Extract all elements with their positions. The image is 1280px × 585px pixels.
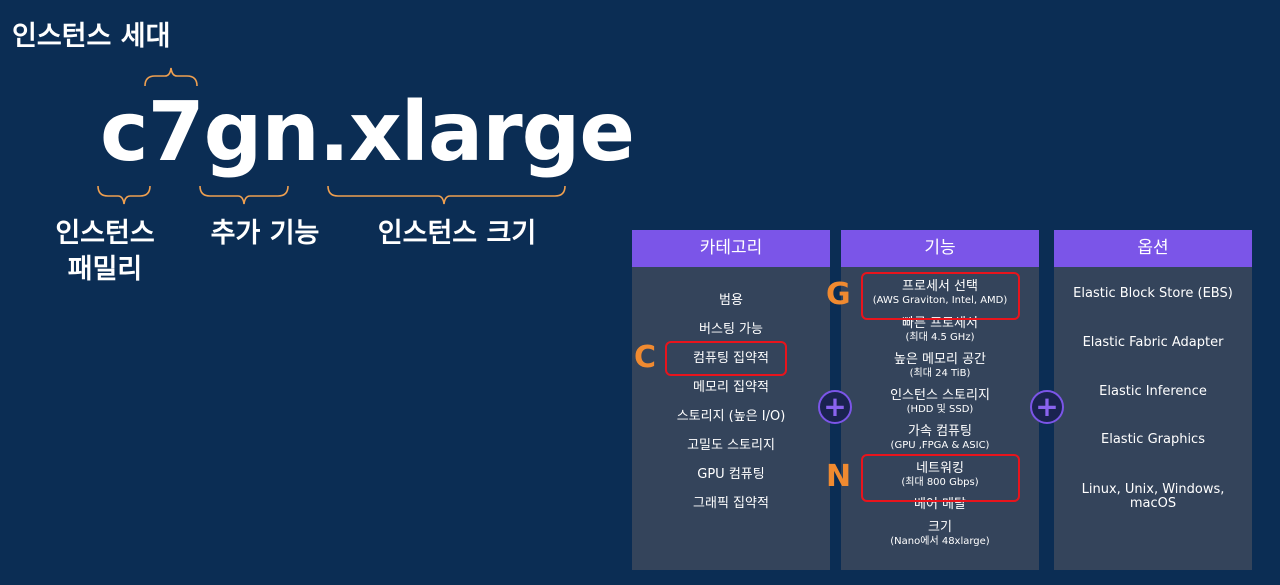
option-column: 옵션 Elastic Block Store (EBS) Elastic Fab… bbox=[1054, 230, 1252, 570]
feature-item: 가속 컴퓨팅 (GPU ,FPGA & ASIC) bbox=[841, 424, 1039, 451]
feature-item-main: 프로세서 선택 bbox=[902, 279, 978, 294]
category-item: 스토리지 (높은 I/O) bbox=[676, 409, 786, 424]
feature-item-sub: (최대 24 TiB) bbox=[909, 367, 971, 379]
feature-item-sub: (AWS Graviton, Intel, AMD) bbox=[872, 294, 1008, 306]
family-label: 인스턴스 패밀리 bbox=[40, 216, 170, 289]
plus-icon: + bbox=[1030, 390, 1064, 424]
compute-highlight-box bbox=[665, 341, 787, 376]
category-item: 메모리 집약적 bbox=[693, 380, 769, 395]
category-column: 카테고리 범용 버스팅 가능 컴퓨팅 집약적 메모리 집약적 스토리지 (높은 … bbox=[632, 230, 830, 570]
option-item: Elastic Fabric Adapter bbox=[1082, 335, 1224, 350]
feature-item: 빠른 프로세서 (최대 4.5 GHz) bbox=[841, 316, 1039, 343]
plus-icon: + bbox=[818, 390, 852, 424]
feature-item: 인스턴스 스토리지 (HDD 및 SSD) bbox=[841, 388, 1039, 415]
feature-item-sub: (HDD 및 SSD) bbox=[906, 403, 974, 415]
size-brace bbox=[327, 185, 566, 205]
category-item: GPU 컴퓨팅 bbox=[697, 467, 765, 482]
feature-item: 높은 메모리 공간 (최대 24 TiB) bbox=[841, 352, 1039, 379]
category-item: 고밀도 스토리지 bbox=[687, 438, 775, 453]
option-item: Elastic Graphics bbox=[1101, 432, 1205, 447]
feature-column: 기능 프로세서 선택 (AWS Graviton, Intel, AMD) 빠른… bbox=[841, 230, 1039, 570]
category-item: 그래픽 집약적 bbox=[693, 496, 769, 511]
feature-item-main: 네트워킹 bbox=[916, 461, 964, 476]
instance-name: c7gn.xlarge bbox=[100, 85, 635, 180]
category-item: 범용 bbox=[719, 293, 743, 308]
feature-header: 기능 bbox=[841, 230, 1039, 267]
letter-n: N bbox=[826, 459, 852, 494]
processor-highlight-box bbox=[861, 272, 1020, 320]
feature-item-main: 가속 컴퓨팅 bbox=[908, 424, 972, 439]
feature-item-main: 높은 메모리 공간 bbox=[894, 352, 986, 367]
category-item: 컴퓨팅 집약적 bbox=[693, 351, 769, 366]
option-header: 옵션 bbox=[1054, 230, 1252, 267]
feature-item-main: 크기 bbox=[928, 520, 952, 535]
feature-item: 네트워킹 (최대 800 Gbps) bbox=[841, 461, 1039, 488]
feature-item: 크기 (Nano에서 48xlarge) bbox=[841, 520, 1039, 547]
feature-item-sub: (최대 4.5 GHz) bbox=[905, 331, 975, 343]
feature-brace bbox=[199, 185, 289, 205]
option-item: Elastic Block Store (EBS) bbox=[1073, 286, 1233, 301]
feature-item-sub: (GPU ,FPGA & ASIC) bbox=[890, 439, 990, 451]
feature-item: 프로세서 선택 (AWS Graviton, Intel, AMD) bbox=[841, 279, 1039, 306]
networking-highlight-box bbox=[861, 454, 1020, 502]
family-brace bbox=[97, 185, 151, 205]
letter-c: C bbox=[634, 340, 657, 375]
generation-brace bbox=[144, 67, 198, 87]
option-item: Linux, Unix, Windows, bbox=[1081, 482, 1225, 497]
category-item: 버스팅 가능 bbox=[699, 322, 763, 337]
feature-item-sub: (Nano에서 48xlarge) bbox=[890, 535, 990, 547]
feature-item-main: 인스턴스 스토리지 bbox=[890, 388, 990, 403]
family-label-line2: 패밀리 bbox=[67, 254, 143, 286]
category-header: 카테고리 bbox=[632, 230, 830, 267]
feature-item-sub: (최대 800 Gbps) bbox=[901, 476, 979, 488]
size-label: 인스턴스 크기 bbox=[377, 218, 537, 249]
family-label-line1: 인스턴스 bbox=[55, 218, 155, 249]
feature-label: 추가 기능 bbox=[210, 218, 320, 249]
option-item: Elastic Inference bbox=[1099, 384, 1207, 399]
option-item: macOS bbox=[1129, 496, 1177, 511]
generation-label: 인스턴스 세대 bbox=[12, 21, 171, 52]
letter-g: G bbox=[826, 277, 851, 312]
